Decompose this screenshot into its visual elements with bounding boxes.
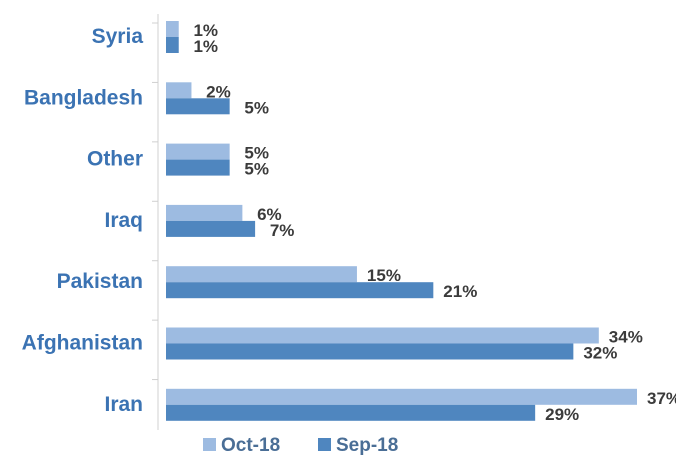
data-label-sep-18: 1% bbox=[193, 37, 218, 56]
category-label: Other bbox=[87, 148, 143, 171]
data-label-oct-18: 34% bbox=[609, 328, 643, 347]
legend: Oct-18 Sep-18 bbox=[203, 435, 398, 456]
bar-sep-18 bbox=[166, 220, 256, 237]
legend-swatch bbox=[318, 438, 331, 451]
bar-oct-18 bbox=[166, 327, 599, 344]
bar-oct-18 bbox=[166, 388, 637, 405]
bars bbox=[166, 21, 637, 421]
category-labels: SyriaBangladeshOtherIraqPakistanAfghanis… bbox=[22, 25, 144, 416]
data-label-oct-18: 5% bbox=[244, 144, 269, 163]
data-label-oct-18: 2% bbox=[206, 82, 231, 101]
data-label-sep-18: 21% bbox=[443, 282, 477, 301]
data-label-sep-18: 29% bbox=[545, 405, 579, 424]
bar-oct-18 bbox=[166, 204, 243, 221]
data-label-oct-18: 6% bbox=[257, 205, 282, 224]
category-label: Afghanistan bbox=[22, 332, 143, 355]
bar-oct-18 bbox=[166, 82, 192, 99]
bar-oct-18 bbox=[166, 21, 179, 37]
data-label-sep-18: 7% bbox=[270, 221, 295, 240]
axis-ticks bbox=[152, 22, 158, 381]
category-label: Bangladesh bbox=[24, 86, 143, 109]
bar-sep-18 bbox=[166, 404, 536, 421]
data-labels: 1%1%2%5%5%5%6%7%15%21%34%32%37%29% bbox=[193, 21, 676, 424]
bar-sep-18 bbox=[166, 37, 179, 53]
category-label: Iran bbox=[104, 393, 143, 416]
category-label: Pakistan bbox=[57, 270, 143, 293]
bar-oct-18 bbox=[166, 143, 230, 160]
data-label-oct-18: 37% bbox=[647, 389, 676, 408]
legend-swatch bbox=[203, 438, 216, 451]
legend-label: Oct-18 bbox=[221, 435, 280, 456]
category-label: Syria bbox=[92, 25, 144, 48]
bar-sep-18 bbox=[166, 282, 434, 299]
bar-oct-18 bbox=[166, 266, 357, 283]
legend-label: Sep-18 bbox=[336, 435, 398, 456]
category-label: Iraq bbox=[104, 209, 143, 232]
data-label-oct-18: 1% bbox=[193, 21, 218, 40]
bar-sep-18 bbox=[166, 159, 230, 176]
data-label-oct-18: 15% bbox=[367, 266, 401, 285]
bar-sep-18 bbox=[166, 98, 230, 115]
data-label-sep-18: 32% bbox=[583, 344, 617, 363]
bar-sep-18 bbox=[166, 343, 574, 360]
data-label-sep-18: 5% bbox=[244, 98, 269, 117]
data-label-sep-18: 5% bbox=[244, 160, 269, 179]
